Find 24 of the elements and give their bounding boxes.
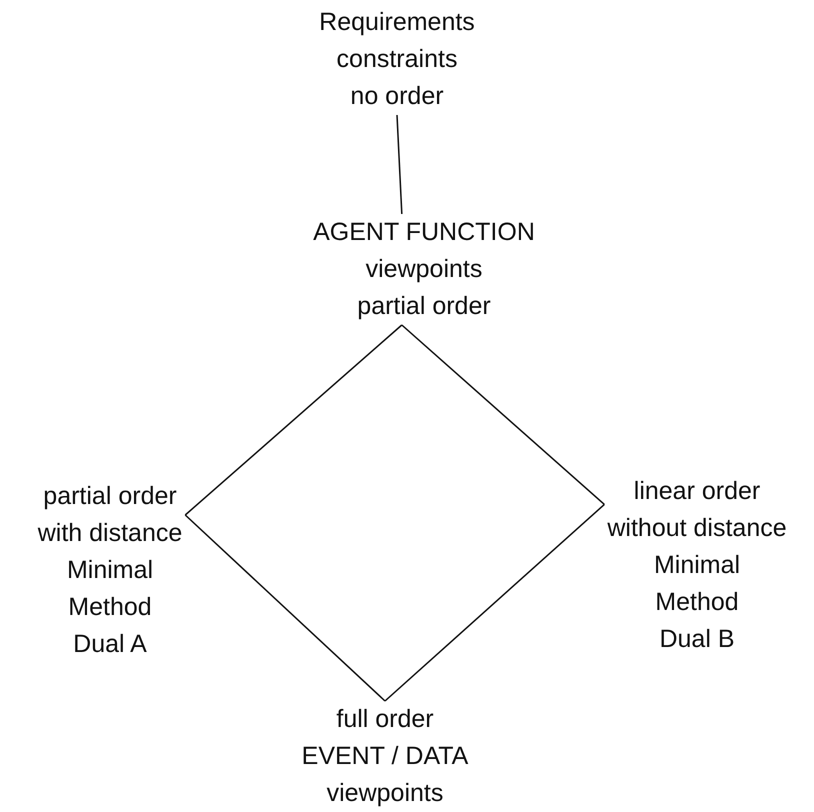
text-label: partial order	[356, 291, 492, 322]
text-label: viewpoints	[364, 254, 484, 285]
text-label: partial order	[42, 481, 178, 512]
text-label: no order	[349, 81, 445, 112]
text-label: full order	[335, 704, 435, 735]
text-label: linear order	[632, 476, 762, 507]
text-label: Method	[654, 587, 740, 618]
line	[384, 504, 605, 702]
line	[184, 514, 386, 702]
text-label: Method	[67, 592, 153, 623]
text-label: constraints	[336, 44, 458, 75]
text-label: Minimal	[66, 555, 154, 586]
text-label: Minimal	[652, 550, 742, 581]
text-label: Dual B	[658, 624, 736, 655]
text-label: AGENT FUNCTION	[313, 217, 535, 248]
text-label: EVENT / DATA	[302, 741, 468, 772]
text-label: viewpoints	[326, 778, 444, 809]
text-label: without distance	[607, 513, 787, 544]
line	[184, 324, 402, 516]
text-label: Dual A	[72, 629, 148, 660]
line	[401, 324, 605, 506]
text-label: Requirements	[319, 7, 475, 38]
line	[396, 114, 403, 214]
text-label: with distance	[38, 518, 182, 549]
